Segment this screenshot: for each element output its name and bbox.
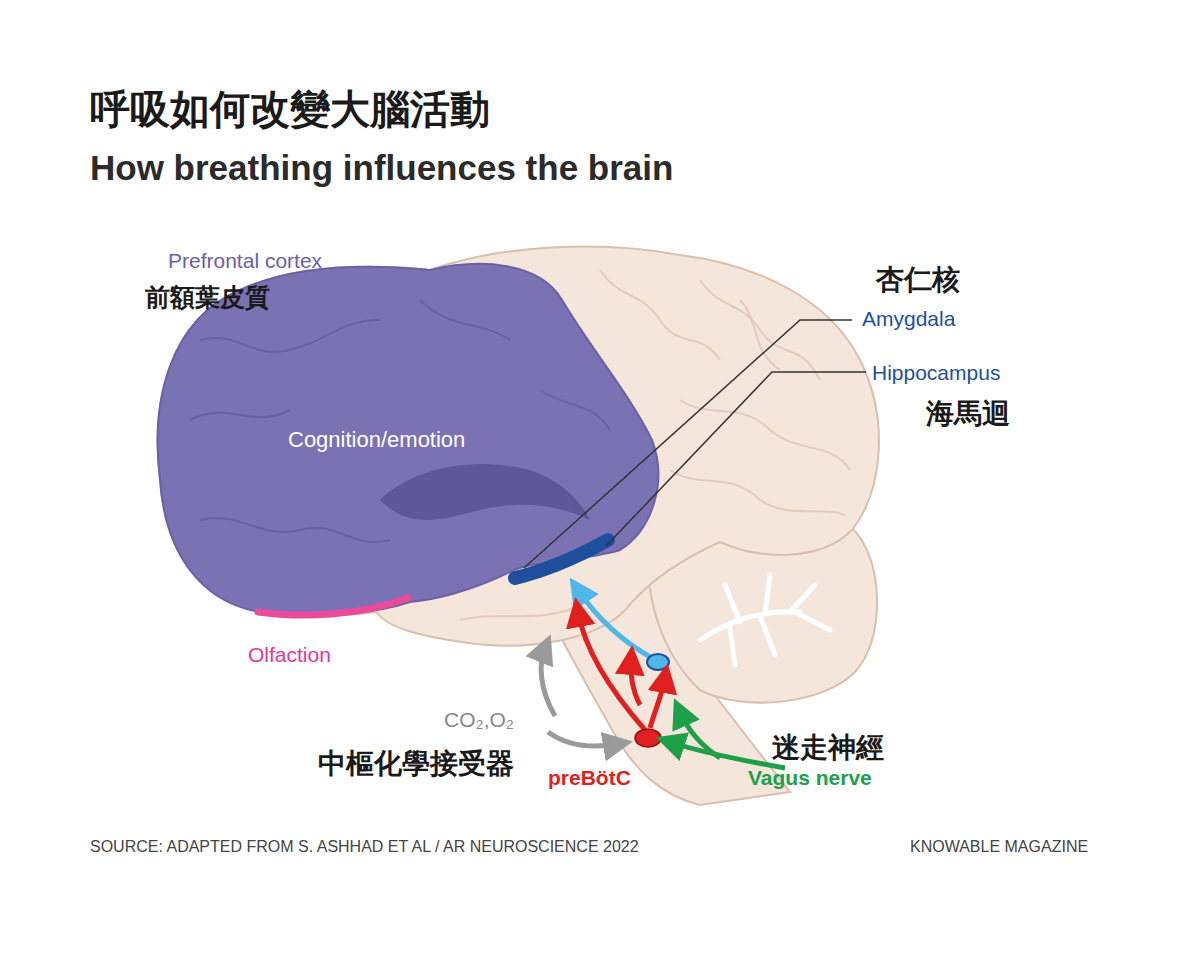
arbor-line bbox=[790, 585, 815, 612]
leader-line bbox=[606, 372, 866, 546]
subtitle: How breathing influences the brain bbox=[90, 148, 673, 188]
region-name: Olfaction bbox=[248, 643, 331, 667]
olfactory-band bbox=[258, 598, 408, 615]
sulcus bbox=[740, 300, 780, 370]
sulcus bbox=[670, 470, 845, 515]
region-name: 海馬迴 bbox=[926, 398, 1010, 430]
region-name: 中樞化學接受器 bbox=[318, 748, 514, 780]
prebotc-dot bbox=[635, 729, 661, 747]
sulcus bbox=[200, 320, 380, 352]
chemical-arrow bbox=[541, 648, 555, 716]
arbor-line bbox=[760, 616, 775, 655]
vagus-arrow bbox=[670, 742, 785, 768]
vagus-arrow bbox=[680, 712, 720, 758]
region-name: Hippocampus bbox=[872, 361, 1000, 385]
region-name: 杏仁核 bbox=[876, 264, 960, 296]
function-label: Cognition/emotion bbox=[288, 427, 465, 452]
sulcus bbox=[190, 410, 290, 420]
corpus-callosum bbox=[380, 464, 590, 520]
chemical-label: CO₂,O₂ bbox=[444, 708, 514, 732]
title: 呼吸如何改變大腦活動 bbox=[90, 86, 490, 132]
prefrontal-sulci bbox=[190, 300, 610, 542]
source-note: SOURCE: ADAPTED FROM S. ASHHAD ET AL / A… bbox=[90, 838, 639, 856]
arbor-vitae bbox=[700, 575, 830, 665]
chemical-arrow bbox=[548, 732, 618, 746]
region-name: preBötC bbox=[548, 766, 631, 790]
region-name: Amygdala bbox=[862, 307, 955, 331]
arbor-line bbox=[795, 612, 830, 630]
signal-arrow bbox=[631, 660, 640, 705]
arbor-line bbox=[700, 612, 800, 640]
sulcus bbox=[700, 280, 820, 380]
prefrontal-region bbox=[158, 264, 659, 614]
arbor-line bbox=[730, 628, 735, 665]
sulcus bbox=[420, 300, 510, 340]
arbor-line bbox=[725, 585, 740, 622]
region-name: 迷走神經 bbox=[772, 732, 884, 764]
leader-line bbox=[524, 320, 852, 568]
sulcus bbox=[200, 518, 390, 542]
sulcus bbox=[680, 400, 850, 470]
signal-arrow bbox=[578, 612, 645, 730]
region-name: 前額葉皮質 bbox=[145, 284, 270, 313]
limbic-structure bbox=[515, 540, 608, 578]
publisher-note: KNOWABLE MAGAZINE bbox=[910, 838, 1088, 856]
region-name: Prefrontal cortex bbox=[168, 249, 322, 273]
arbor-line bbox=[765, 575, 770, 614]
signal-arrow bbox=[650, 678, 665, 728]
sulcus bbox=[540, 390, 610, 430]
nucleus-dot bbox=[647, 654, 669, 670]
region-name: Vagus nerve bbox=[748, 766, 872, 790]
sulcus bbox=[460, 605, 580, 620]
